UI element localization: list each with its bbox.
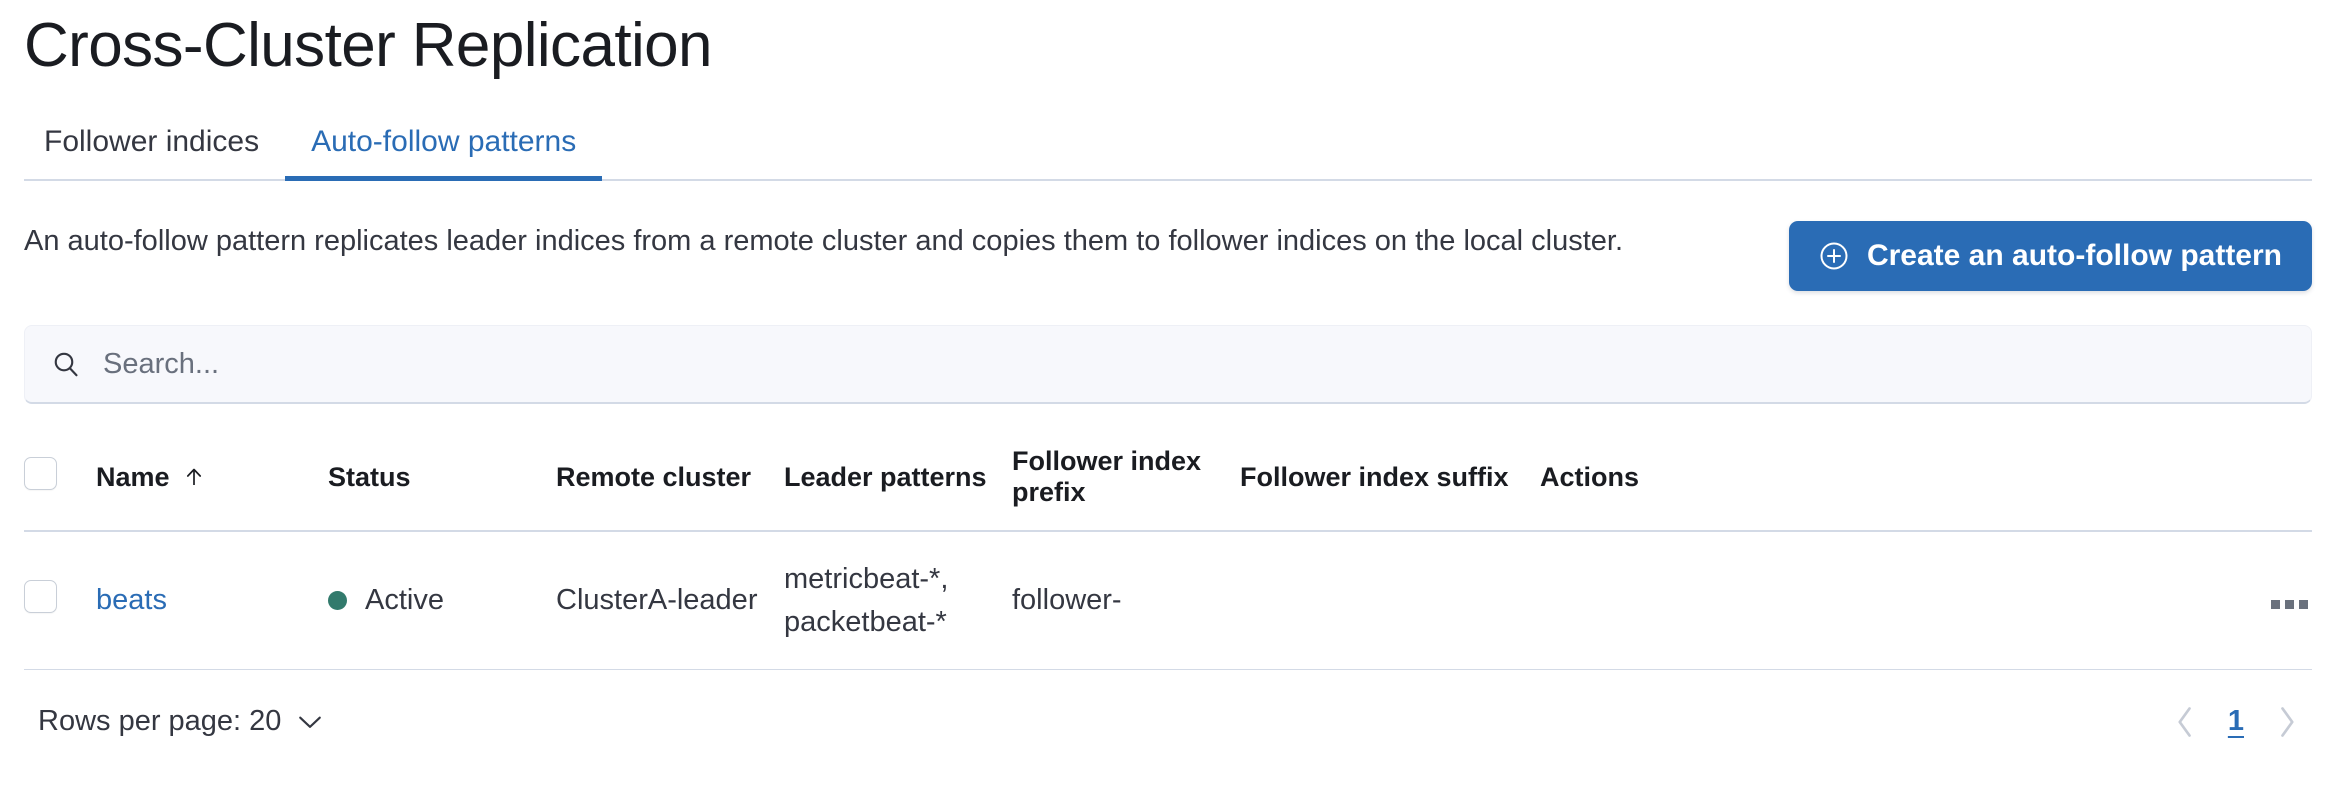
select-all-checkbox[interactable] [24,457,57,491]
more-horizontal-icon[interactable] [2267,594,2312,615]
table-row: beats Active ClusterA-leader metricbeat-… [24,531,2312,670]
cell-status: Active [328,531,556,670]
select-all-header [24,432,96,533]
column-header-actions: Actions [1540,432,2312,533]
tab-follower-indices[interactable]: Follower indices [24,127,285,179]
more-dot [2271,600,2280,610]
table-header-row: Name Status Remote cluster Leader patter… [24,432,2312,533]
sort-by-name[interactable]: Name [96,462,206,493]
auto-follow-patterns-table: Name Status Remote cluster Leader patter… [24,432,2312,670]
row-select-checkbox[interactable] [24,580,57,614]
intro-description: An auto-follow pattern replicates leader… [24,225,1624,258]
status-dot-icon [328,590,347,610]
rows-per-page-label: Rows per page: 20 [38,705,282,738]
column-header-follower-index-suffix[interactable]: Follower index suffix [1240,432,1540,533]
tab-auto-follow-patterns-label: Auto-follow patterns [311,125,577,159]
page-number-1[interactable]: 1 [2227,705,2244,738]
column-header-remote-cluster[interactable]: Remote cluster [556,432,784,533]
cell-remote-cluster: ClusterA-leader [556,531,784,670]
cell-name: beats [96,531,328,670]
column-header-remote-cluster-label: Remote cluster [556,461,752,492]
row-select-cell [24,531,96,670]
leader-pattern-item: metricbeat-*, [784,563,949,596]
column-header-follower-index-prefix[interactable]: Follower index prefix [1012,432,1240,533]
column-header-follower-index-suffix-label: Follower index suffix [1240,461,1509,492]
cell-follower-index-prefix: follower- [1012,531,1240,670]
cell-follower-index-suffix [1240,531,1540,670]
more-dot [2285,600,2294,610]
column-header-follower-index-prefix-label: Follower index prefix [1012,446,1202,508]
chevron-right-icon[interactable] [2276,704,2298,740]
tab-follower-indices-label: Follower indices [44,125,260,159]
status-label: Active [365,583,444,616]
table-footer: Rows per page: 20 1 [24,704,2312,740]
column-header-leader-patterns-label: Leader patterns [784,461,987,492]
arrow-up-icon [186,468,201,486]
pagination: 1 [2174,704,2298,740]
chevron-down-icon [299,716,322,728]
rows-per-page-selector[interactable]: Rows per page: 20 [38,705,323,738]
leader-pattern-item: packetbeat-* [784,605,947,638]
chevron-left-icon[interactable] [2174,704,2196,740]
search-bar[interactable] [24,325,2312,405]
create-auto-follow-pattern-label: Create an auto-follow pattern [1866,239,2282,273]
column-header-actions-label: Actions [1540,461,1640,492]
pattern-name-link[interactable]: beats [96,584,167,617]
column-header-status[interactable]: Status [328,432,556,533]
tab-auto-follow-patterns[interactable]: Auto-follow patterns [285,125,603,182]
column-header-name[interactable]: Name [96,432,328,533]
intro-section: An auto-follow pattern replicates leader… [24,219,2312,292]
status-badge: Active [328,584,444,617]
page-title: Cross-Cluster Replication [24,11,712,80]
column-header-name-label: Name [96,461,170,492]
search-icon [54,352,78,377]
column-header-status-label: Status [328,461,411,492]
more-dot [2299,600,2308,610]
plus-in-circle-icon [1820,242,1848,270]
column-header-leader-patterns[interactable]: Leader patterns [784,432,1012,533]
table-head: Name Status Remote cluster Leader patter… [24,432,2312,533]
cell-leader-patterns: metricbeat-*, packetbeat-* [784,531,1012,670]
search-input[interactable] [103,347,2285,381]
create-auto-follow-pattern-button[interactable]: Create an auto-follow pattern [1788,221,2312,292]
table-body: beats Active ClusterA-leader metricbeat-… [24,531,2312,670]
cell-actions [1540,531,2312,670]
tab-bar: Follower indices Auto-follow patterns [24,111,2312,182]
